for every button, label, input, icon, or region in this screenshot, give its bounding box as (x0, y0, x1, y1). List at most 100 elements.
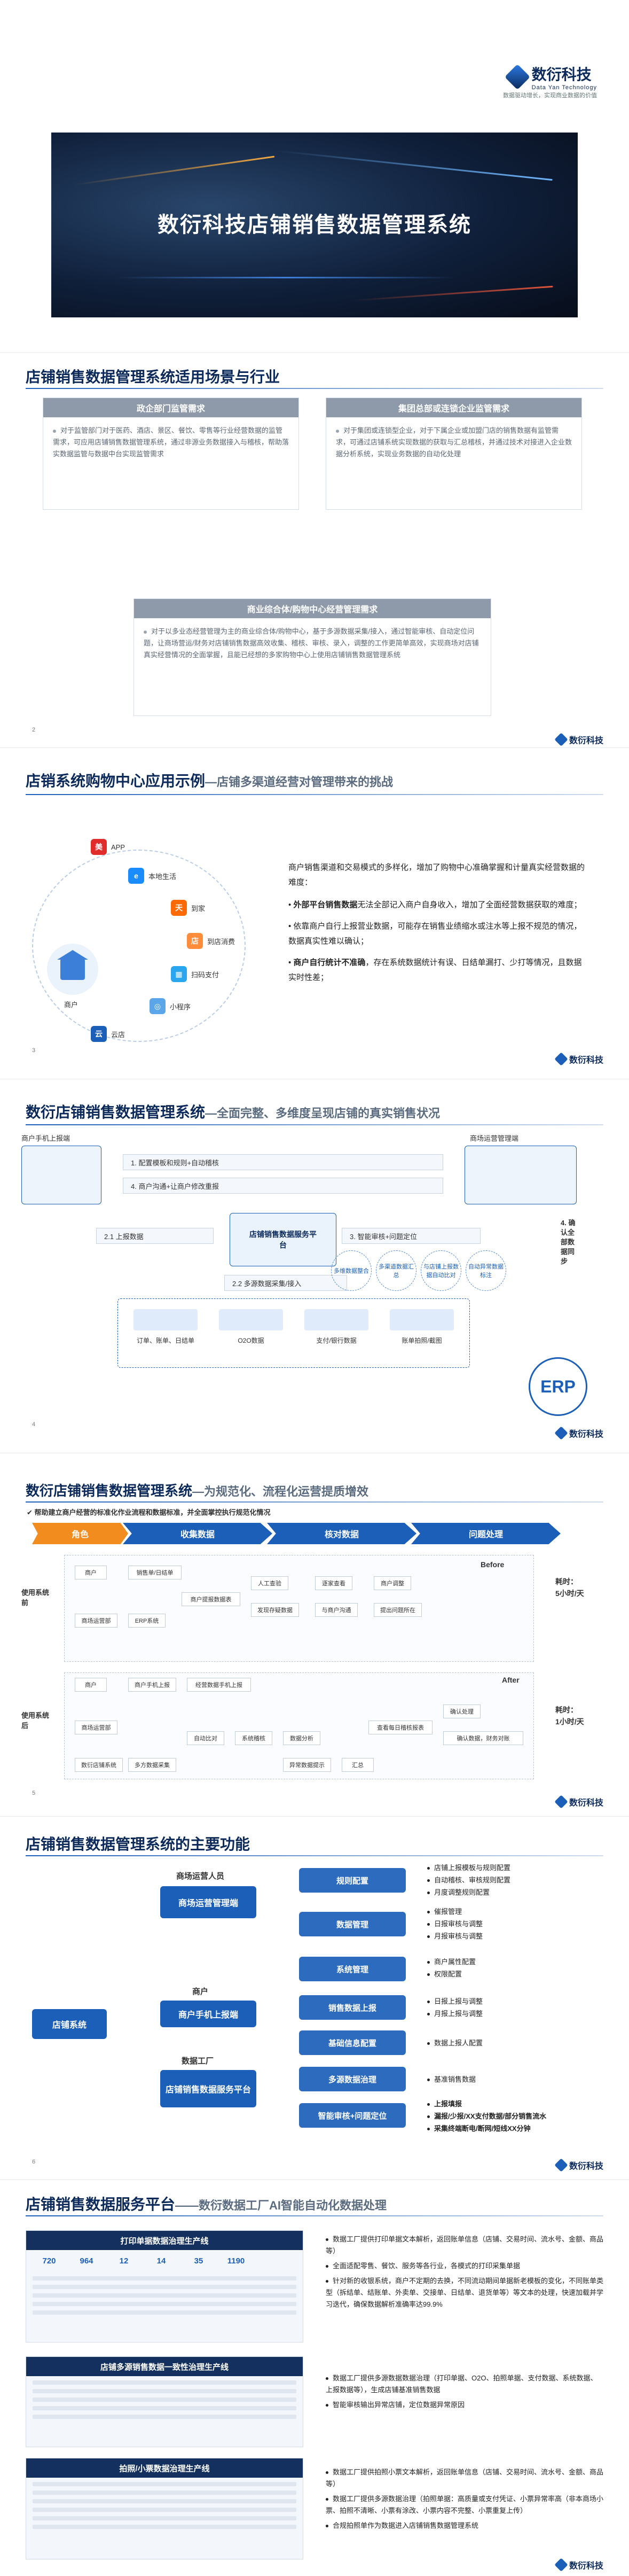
flow-step: 2.1 上报数据 (96, 1228, 214, 1244)
store-visit-icon: 店 (187, 933, 203, 949)
title-rule (26, 794, 603, 795)
slide-functions: 店铺销售数据管理系统的主要功能 店铺系统 商场运营人员 商场运营管理端 商户 商… (0, 1817, 629, 2180)
page-number: 6 (32, 2159, 36, 2165)
page-number: 2 (32, 727, 36, 733)
card-head: 政企部门监管需求 (43, 398, 298, 417)
flow-step: 1. 配置模板和规则+自动稽核 (123, 1154, 443, 1170)
after-time: 1小时/天 (555, 1717, 584, 1726)
slide-title: 数衍店铺销售数据管理系统—为规范化、流程化运营提质增效 (26, 1483, 369, 1499)
title-rule (26, 388, 603, 389)
o2o-icon (219, 1309, 283, 1330)
capability-circle: 自动异常数据标注 (466, 1250, 506, 1291)
slide-title: 数衍店铺销售数据管理系统—全面完整、多维度呈现店铺的真实销售状况 (26, 1104, 441, 1120)
challenge-point: • 商户自行统计不准确，存在系统数据统计有误、日结单漏打、少打等情况，且数据实时… (288, 958, 582, 982)
service-platform: 店铺销售数据服务平台 (230, 1213, 336, 1266)
function-node: 基础信息配置 (299, 2030, 406, 2055)
erp-node: ERP (529, 1357, 587, 1416)
footer-logo: 数衍科技 (554, 1795, 603, 1809)
brand-name: 数衍科技 (531, 66, 592, 83)
function-items: 商户属性配置 权限配置 (427, 1956, 476, 1980)
platform-notes: 数据工厂提供打印单据文本解析，返回账单信息（店铺、交易时间、流水号、金额、商品等… (326, 2235, 604, 2308)
qr-code-icon: ▦ (171, 966, 187, 982)
printer-icon (133, 1309, 198, 1330)
title-rule (26, 1124, 603, 1125)
footer-logo: 数衍科技 (554, 733, 603, 746)
card-body: 对于集团或连锁型企业，对于下属企业或加盟门店的销售数据有监管需求，可通过店铺系统… (336, 426, 572, 458)
stage-verify: 核对数据 (267, 1523, 416, 1544)
function-items: 催报管理 日报审核与调整 月报审核与调整 (427, 1905, 483, 1942)
function-node: 规则配置 (299, 1868, 406, 1893)
slide-subtitle: ——数衍数据工厂AI智能自动化数据处理 (175, 2199, 387, 2212)
brand-diamond-icon (554, 1795, 568, 1809)
card-body: 对于监管部门对于医药、酒店、景区、餐饮、零售等行业经营数据的监管需求，可应用店铺… (53, 426, 289, 458)
cloud-store-icon: 云 (91, 1026, 107, 1042)
source-label: 账单拍照/截图 (402, 1337, 442, 1344)
slide-scenarios: 店铺销售数据管理系统适用场景与行业 政企部门监管需求 对于监管部门对于医药、酒店… (0, 353, 629, 748)
function-items: 上报填报 漏报/少报/XX支付数据/部分销售流水 采集终端断电/断网/短线XX分… (427, 2098, 546, 2135)
before-tag: Before (481, 1560, 505, 1569)
before-time: 5小时/天 (555, 1589, 584, 1598)
capability-circle: 多渠道数据汇总 (376, 1250, 416, 1291)
function-items: 店铺上报模板与规则配置 自动稽核、审核规则配置 月度调整规则配置 (427, 1862, 510, 1898)
payment-icon (304, 1309, 368, 1330)
brand-diamond-icon (554, 2158, 568, 2172)
slide-title: 店销系统购物中心应用示例—店铺多渠道经营对管理带来的挑战 (26, 773, 394, 789)
light-streak (276, 150, 553, 181)
light-streak (73, 155, 275, 186)
app-icon: 美 (91, 839, 107, 855)
title-rule (26, 2215, 603, 2216)
before-time-label: 耗时： (555, 1577, 578, 1586)
channel-miniapp: ◎小程序 (150, 998, 191, 1014)
merchant-phones-illustration (21, 1146, 101, 1204)
store-label: 商户 (64, 1001, 78, 1009)
stage-role: 角色 (32, 1523, 128, 1544)
mall-dashboard-illustration (465, 1146, 577, 1204)
slide-subtitle: —全面完整、多维度呈现店铺的真实销售状况 (205, 1107, 441, 1120)
before-label: 使用系统前 (21, 1589, 50, 1607)
source-label: 订单、账单、日结单 (136, 1337, 194, 1344)
function-node: 多源数据治理 (299, 2067, 406, 2091)
footer-logo: 数衍科技 (554, 2158, 603, 2172)
pipeline-dashboard: 店铺多源销售数据一致性治理生产线 (26, 2356, 303, 2447)
slide-system-overview: 数衍店铺销售数据管理系统—全面完整、多维度呈现店铺的真实销售状况 商户手机上报端… (0, 1079, 629, 1453)
role-label: 商户 (192, 1987, 209, 1996)
mini-program-icon: ◎ (150, 998, 166, 1014)
challenge-text: 商户销售渠道和交易模式的多样化，增加了购物中心准确掌握和计量真实经营数据的难度：… (288, 860, 587, 985)
module-node: 店铺销售数据服务平台 (160, 2070, 256, 2107)
footer-logo: 数衍科技 (554, 2558, 603, 2572)
merchant-end-label: 商户手机上报端 (21, 1134, 70, 1142)
flow-step: 3. 智能审核+问题定位 (342, 1228, 481, 1244)
title-rule (26, 1855, 603, 1856)
scenario-card: 集团总部或连锁企业监管需求 对于集团或连锁型企业，对于下属企业或加盟门店的销售数… (326, 398, 582, 510)
scenario-card: 商业综合体/购物中心经营管理需求 对于以多业态经营管理为主的商业综合体/购物中心… (133, 598, 491, 716)
function-items: 基准销售数据 (427, 2073, 476, 2085)
after-label: 使用系统后 (21, 1711, 50, 1730)
light-streak (115, 277, 457, 278)
page-number: 4 (32, 1421, 36, 1428)
module-node: 商户手机上报端 (160, 2001, 256, 2027)
bullet-icon (144, 630, 147, 634)
capability-circle: 与店铺上报数据自动比对 (421, 1250, 461, 1291)
pipeline-dashboard: 拍照/小票数据治理生产线 (26, 2458, 303, 2559)
brand-en: Data Yan Technology (531, 84, 597, 91)
function-node: 智能审核+问题定位 (299, 2103, 406, 2128)
hero-banner: 数衍科技店铺销售数据管理系统 (51, 133, 578, 317)
function-items: 日报上报与调整 月报上报与调整 (427, 1995, 483, 2020)
slide-subtitle: —为规范化、流程化运营提质增效 (192, 1485, 369, 1498)
brand-slogan: 数据驱动增长，实现商业数据的价值 (503, 92, 597, 99)
card-body: 对于以多业态经营管理为主的商业综合体/购物中心，基于多源数据采集/接入，通过智能… (144, 627, 479, 659)
after-time-label: 耗时： (555, 1706, 578, 1714)
source-label: 支付/银行数据 (316, 1337, 357, 1344)
after-tag: After (502, 1676, 520, 1684)
flow-step: 2.2 多源数据采集/接入 (224, 1275, 347, 1291)
page-number: 5 (32, 1790, 36, 1796)
brand-diamond-icon (554, 733, 568, 746)
orbit-arc (32, 850, 246, 1042)
challenge-point: • 依靠商户自行上报营业数据，可能存在销售业绩缩水或注水等上报不规范的情况，数据… (288, 922, 582, 946)
scenario-card: 政企部门监管需求 对于监管部门对于医药、酒店、景区、餐饮、零售等行业经营数据的监… (43, 398, 299, 510)
